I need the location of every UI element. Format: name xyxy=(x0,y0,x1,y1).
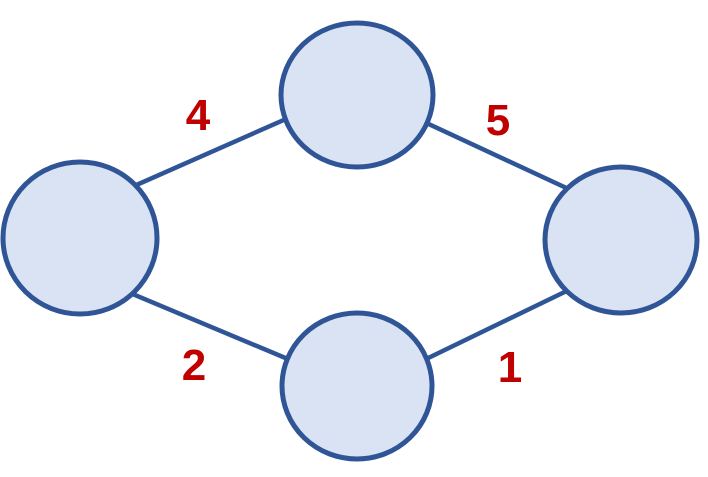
edge-weight-left-top: 4 xyxy=(186,91,211,140)
edge-weight-top-right: 5 xyxy=(486,96,510,145)
edge-left-bottom xyxy=(120,287,298,365)
edge-weight-bottom-right: 1 xyxy=(498,343,522,392)
edge-layer xyxy=(120,112,580,365)
weight-label-layer: 4 5 2 1 xyxy=(182,91,522,392)
node-bottom xyxy=(279,310,435,462)
node-right xyxy=(542,164,700,316)
edge-left-top xyxy=(122,112,298,193)
node-left xyxy=(0,159,160,317)
node-top xyxy=(278,20,436,170)
edge-weight-left-bottom: 2 xyxy=(182,341,206,390)
edge-top-right xyxy=(417,117,578,195)
edge-bottom-right xyxy=(417,283,580,365)
node-layer xyxy=(0,20,700,462)
